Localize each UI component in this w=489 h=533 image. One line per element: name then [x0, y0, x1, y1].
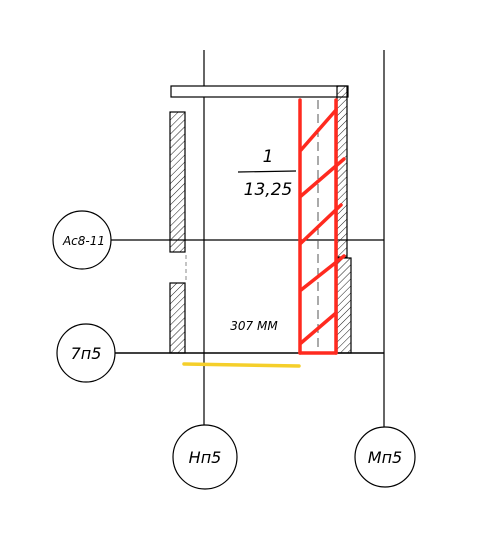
axis-label-nn5: Нп5: [189, 448, 222, 467]
axis-label-7n5: 7п5: [71, 344, 102, 363]
left-wall-lower: [169, 282, 186, 354]
right-wall-upper: [336, 85, 348, 258]
fraction-bar: [237, 170, 297, 173]
right-wall-lower: [336, 257, 352, 354]
yellow-highlight-line: [182, 362, 301, 368]
axis-label-ac8-11: Ас8-11: [62, 234, 105, 248]
red-highlight-wall: [298, 98, 346, 355]
dimension-label: 307 ММ: [230, 319, 278, 333]
axis-bubble-7n5: 7п5: [56, 323, 116, 383]
axis-bubble-mp5: Мп5: [354, 426, 416, 488]
fraction-denominator: 13,25: [244, 180, 293, 200]
top-slab: [170, 85, 349, 98]
axis-bubble-ac8-11: Ас8-11: [52, 210, 112, 270]
left-wall-upper: [169, 111, 186, 253]
axis-label-mp5: Мп5: [368, 448, 402, 467]
axis-bubble-nn5: Нп5: [172, 424, 238, 490]
fraction-numerator: 1: [263, 147, 274, 167]
